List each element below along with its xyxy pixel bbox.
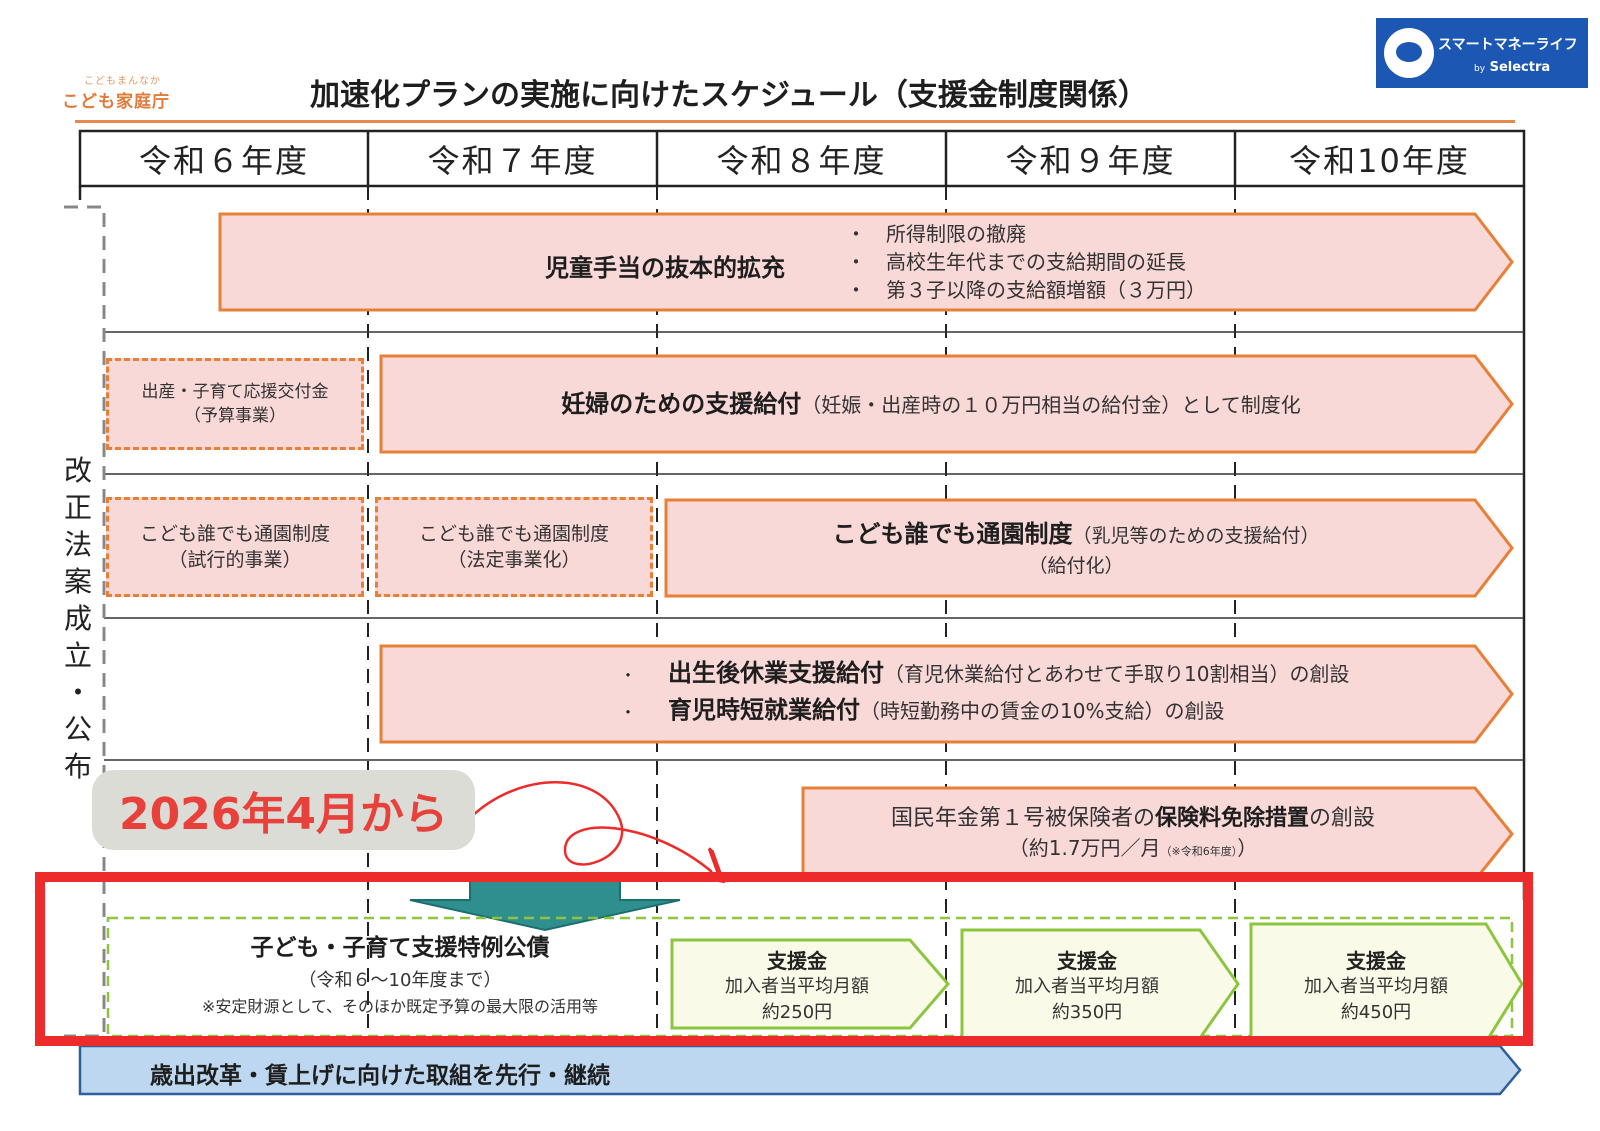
support-fee-arrow-3 <box>1249 922 1524 1044</box>
birth-support-grant-box: 出産・子育て応援交付金 （予算事業） <box>106 358 364 450</box>
pregnancy-support-arrow <box>379 354 1514 454</box>
brand-name: スマートマネーライフ <box>1438 37 1578 53</box>
daycare-arrow <box>664 498 1514 598</box>
org-tagline: こどもまんなか <box>84 76 161 87</box>
brand-badge: スマートマネーライフ by Selectra <box>1376 18 1588 88</box>
child-allowance-arrow <box>218 212 1514 312</box>
support-fee-3: 支援金 加入者当平均月額 約450円 <box>1304 948 1448 1023</box>
reform-arrow <box>78 1044 1522 1096</box>
year-header-r10: 令和10年度 <box>1289 142 1470 180</box>
piggy-bank-icon <box>1384 28 1434 78</box>
year-header-r9: 令和９年度 <box>1005 142 1176 180</box>
bonds-text: 子ども・子育て支援特例公債 （令和６～10年度まで） ※安定財源として、そのほか… <box>201 935 599 1016</box>
start-date-callout: 2026年4月から <box>92 770 475 850</box>
title-underline <box>75 120 1515 123</box>
parental-leave-text: ・出生後休業支援給付（育児休業給付とあわせて手取り10割相当）の創設 ・育児時短… <box>620 659 1350 724</box>
support-fee-1: 支援金 加入者当平均月額 約250円 <box>725 948 869 1023</box>
brand-sub: by Selectra <box>1474 60 1551 75</box>
support-fee-arrow-1 <box>670 938 950 1030</box>
org-name: こども家庭庁 <box>62 92 170 112</box>
red-curved-arrow-icon <box>469 781 712 872</box>
law-enactment-label: 改正法 案成立 ・公布 <box>63 454 92 783</box>
pension-exemption-text: 国民年金第１号被保険者の保険料免除措置の創設 （約1.7万円／月（※令和6年度）… <box>890 806 1376 860</box>
year-header-frame <box>78 129 1526 188</box>
reform-text: 歳出改革・賃上げに向けた取組を先行・継続 <box>150 1063 610 1089</box>
year-header-r8: 令和８年度 <box>716 142 887 180</box>
daycare-trial-box: こども誰でも通園制度 （試行的事業） <box>106 497 364 597</box>
child-allowance-title: 児童手当の抜本的拡充 <box>545 254 785 282</box>
page-title: 加速化プランの実施に向けたスケジュール（支援金制度関係） <box>310 78 1148 113</box>
daycare-text: こども誰でも通園制度（乳児等のための支援給付） （給付化） <box>832 520 1320 577</box>
column-dashed-lines <box>367 186 1236 1030</box>
pension-exemption-arrow <box>801 786 1514 882</box>
support-fee-2: 支援金 加入者当平均月額 約350円 <box>1015 948 1159 1023</box>
daycare-statutory-box: こども誰でも通園制度 （法定事業化） <box>375 497 653 597</box>
row-separators <box>104 331 1524 761</box>
parental-leave-arrow <box>379 644 1514 744</box>
pregnancy-support-text: 妊婦のための支援給付（妊娠・出産時の１０万円相当の給付金）として制度化 <box>561 390 1301 418</box>
year-dividers <box>366 131 1237 186</box>
year-header-r6: 令和６年度 <box>138 142 309 180</box>
child-allowance-bullets: ・所得制限の撤廃 ・高校生年代までの支給期間の延長 ・第３子以降の支給額増額（３… <box>846 222 1206 302</box>
highlight-frame <box>35 872 1533 1046</box>
org-logo: こどもまんなか こども家庭庁 <box>62 72 170 112</box>
down-arrow-icon <box>409 879 681 932</box>
support-fee-arrow-2 <box>960 928 1240 1040</box>
year-header-r7: 令和７年度 <box>427 142 598 180</box>
